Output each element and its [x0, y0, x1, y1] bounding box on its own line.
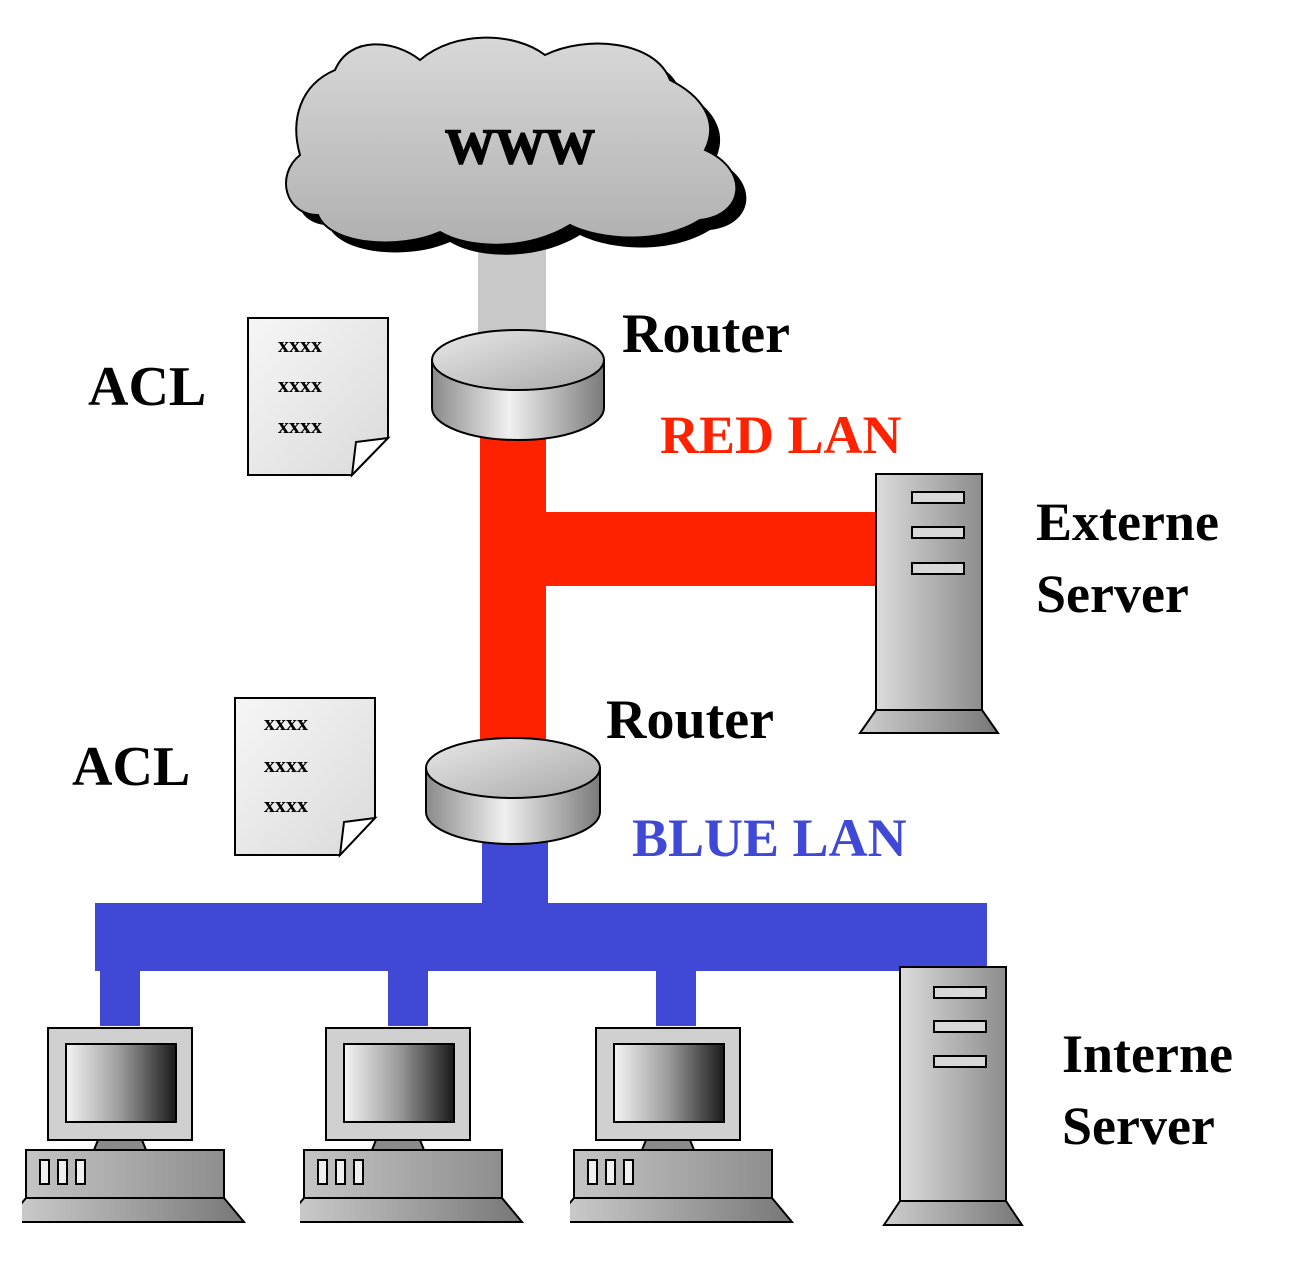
cloud-label: WWW [445, 118, 595, 174]
acl-bottom-label: ACL [72, 736, 190, 798]
acl-top-label: ACL [88, 356, 206, 418]
router-top-icon [431, 329, 605, 441]
red-lan [480, 425, 878, 755]
external-server-label: Externe Server [1036, 492, 1232, 624]
internal-server-icon [882, 966, 1024, 1226]
internal-server-label-line1: Interne [1062, 1024, 1233, 1084]
internal-server-label-line2: Server [1062, 1096, 1215, 1156]
router-bottom-label: Router [606, 689, 774, 751]
acl-rule: xxxx [264, 752, 308, 777]
internal-server-label: Interne Server [1062, 1024, 1246, 1156]
internet-cloud-icon: WWW [285, 36, 747, 255]
workstation-icon [6, 1028, 244, 1222]
external-server-label-line1: Externe [1036, 492, 1219, 552]
acl-rule: xxxx [264, 710, 308, 735]
router-bottom-icon [425, 737, 601, 845]
workstation-icon [284, 1028, 522, 1222]
acl-rule: xxxx [264, 792, 308, 817]
router-top-label: Router [622, 303, 790, 365]
red-lan-label: RED LAN [660, 405, 902, 465]
acl-rule: xxxx [278, 372, 322, 397]
acl-rule: xxxx [278, 413, 322, 438]
external-server-label-line2: Server [1036, 564, 1189, 624]
workstation-icon [554, 1028, 792, 1222]
acl-document-icon: xxxx xxxx xxxx [234, 697, 378, 858]
acl-document-icon: xxxx xxxx xxxx [247, 317, 391, 478]
acl-rule: xxxx [278, 332, 322, 357]
blue-lan-label: BLUE LAN [632, 808, 907, 868]
external-server-icon [858, 473, 1000, 734]
